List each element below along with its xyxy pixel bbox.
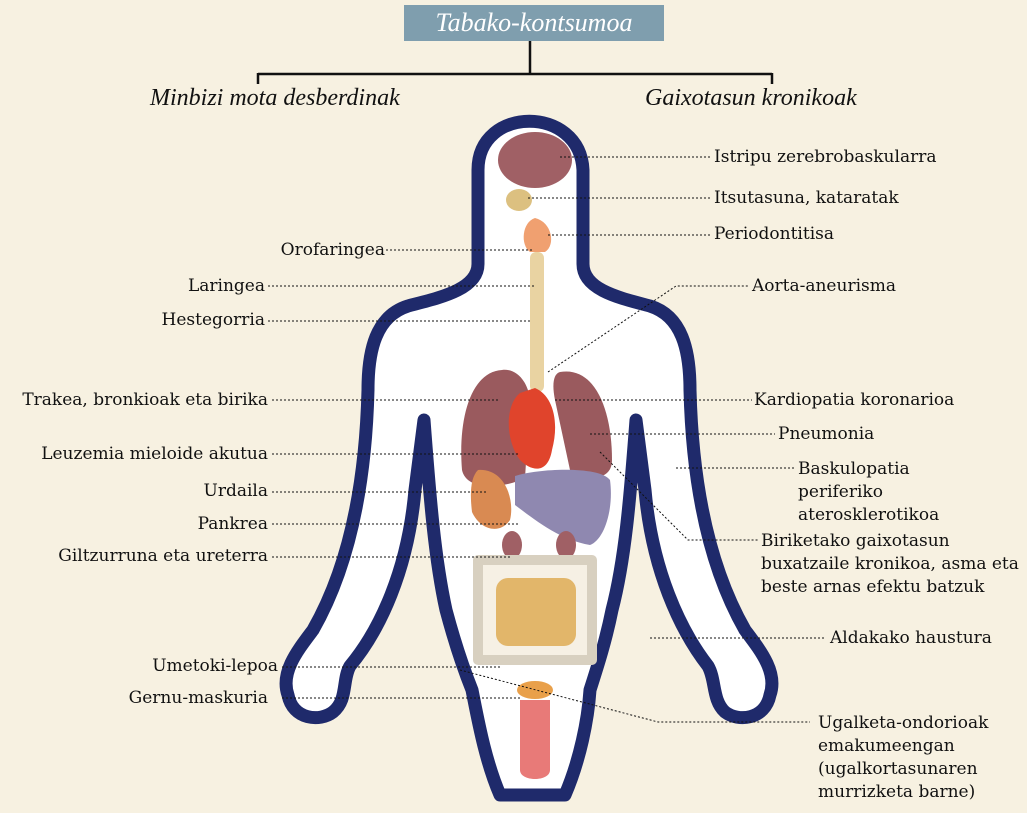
esophagus-organ [530,252,544,392]
label-gernu-maskuria: Gernu-maskuria [129,687,268,710]
label-istripu: Istripu zerebrobaskularra [714,146,936,169]
label-itsutasuna: Itsutasuna, kataratak [714,187,899,210]
title-box: Tabako-kontsumoa [404,5,664,41]
brain-organ [498,132,572,188]
kidney-organ-2 [556,531,576,559]
label-laringea: Laringea [188,275,265,298]
category-left: Minbizi mota desberdinak [150,85,400,112]
label-trakea: Trakea, bronkioak eta birika [22,389,268,412]
kidney-organ [502,531,522,559]
label-pankrea: Pankrea [198,513,268,536]
label-orofaringea: Orofaringea [281,239,385,262]
label-aldakako: Aldakako haustura [830,627,992,650]
label-pneumonia: Pneumonia [778,423,874,446]
label-baskulopatia: Baskulopatia periferiko aterosklerotikoa [798,458,988,527]
reproductive-organ [520,700,550,779]
title-text: Tabako-kontsumoa [436,8,633,38]
title-bracket [258,41,772,84]
label-urdaila: Urdaila [204,480,268,503]
label-umetoki-lepoa: Umetoki-lepoa [152,655,278,678]
label-ugalketa: Ugalketa-ondorioak emakumeengan (ugalkor… [818,712,1018,804]
label-biriketako: Biriketako gaixotasun buxatzaile kroniko… [761,530,1023,599]
label-leuzemia: Leuzemia mieloide akutua [41,443,268,466]
eye-organ [506,189,532,211]
small-intestine-organ [496,578,576,646]
label-giltzurruna: Giltzurruna eta ureterra [58,545,268,568]
label-hestegorria: Hestegorria [162,309,265,332]
label-periodontitisa: Periodontitisa [714,223,834,246]
label-aorta: Aorta-aneurisma [752,275,896,298]
category-right: Gaixotasun kronikoak [645,85,857,112]
label-kardiopatia: Kardiopatia koronarioa [754,389,954,412]
